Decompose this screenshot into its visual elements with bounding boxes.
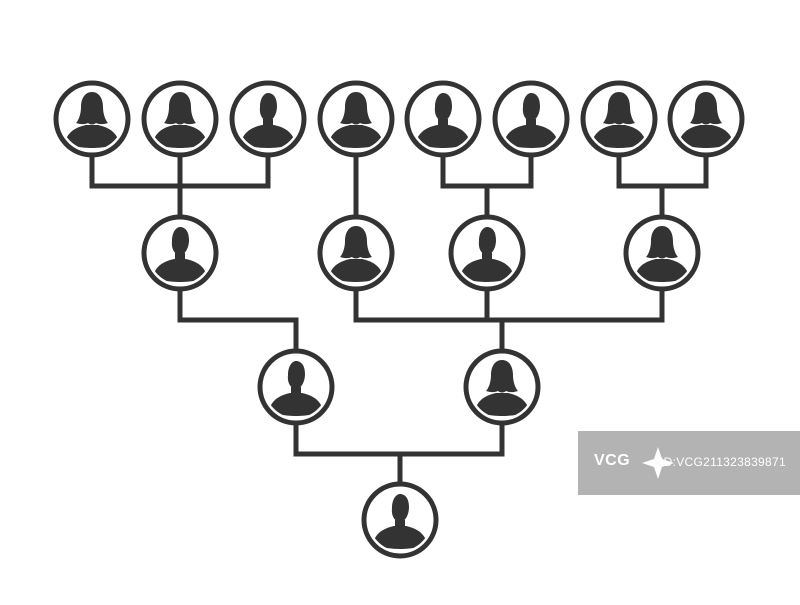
person-node-female bbox=[580, 80, 658, 158]
person-node-female bbox=[141, 80, 219, 158]
person-node-female bbox=[317, 80, 395, 158]
female-silhouette-icon bbox=[329, 92, 383, 148]
male-silhouette-icon bbox=[460, 227, 514, 282]
vcg-logo: VCG bbox=[594, 439, 704, 487]
person-node-female bbox=[667, 80, 745, 158]
person-node-female bbox=[463, 348, 541, 426]
connector-g3c bbox=[440, 155, 534, 217]
tree-nodes bbox=[53, 80, 745, 559]
connector-g2b bbox=[353, 289, 665, 351]
male-silhouette-icon bbox=[269, 361, 323, 416]
person-node-female bbox=[317, 214, 395, 292]
vcg-watermark: VCG ID:VCG211323839871 bbox=[578, 431, 800, 495]
person-node-female bbox=[53, 80, 131, 158]
female-silhouette-icon bbox=[679, 92, 733, 148]
female-silhouette-icon bbox=[592, 92, 646, 148]
connector-g3d bbox=[616, 155, 709, 217]
person-node-male bbox=[141, 214, 219, 292]
person-node-male bbox=[361, 481, 439, 559]
vcg-logo-text: VCG bbox=[594, 452, 631, 469]
female-silhouette-icon bbox=[329, 226, 383, 282]
connector-g2a bbox=[177, 289, 299, 351]
male-silhouette-icon bbox=[241, 93, 295, 148]
male-silhouette-icon bbox=[504, 93, 558, 148]
male-silhouette-icon bbox=[416, 93, 470, 148]
male-silhouette-icon bbox=[153, 227, 207, 282]
female-silhouette-icon bbox=[153, 92, 207, 148]
person-node-female bbox=[623, 214, 701, 292]
vcg-logo-icon bbox=[642, 447, 674, 479]
person-node-male bbox=[404, 80, 482, 158]
connector-g1a bbox=[293, 423, 505, 484]
person-node-male bbox=[492, 80, 570, 158]
person-node-male bbox=[257, 348, 335, 426]
connector-g3a bbox=[89, 155, 271, 217]
person-node-male bbox=[448, 214, 526, 292]
male-silhouette-icon bbox=[373, 494, 427, 549]
tree-connectors bbox=[89, 155, 709, 484]
vcg-image-id: ID:VCG211323839871 bbox=[660, 455, 786, 469]
female-silhouette-icon bbox=[635, 226, 689, 282]
person-node-male bbox=[229, 80, 307, 158]
female-silhouette-icon bbox=[65, 92, 119, 148]
female-silhouette-icon bbox=[475, 360, 529, 416]
